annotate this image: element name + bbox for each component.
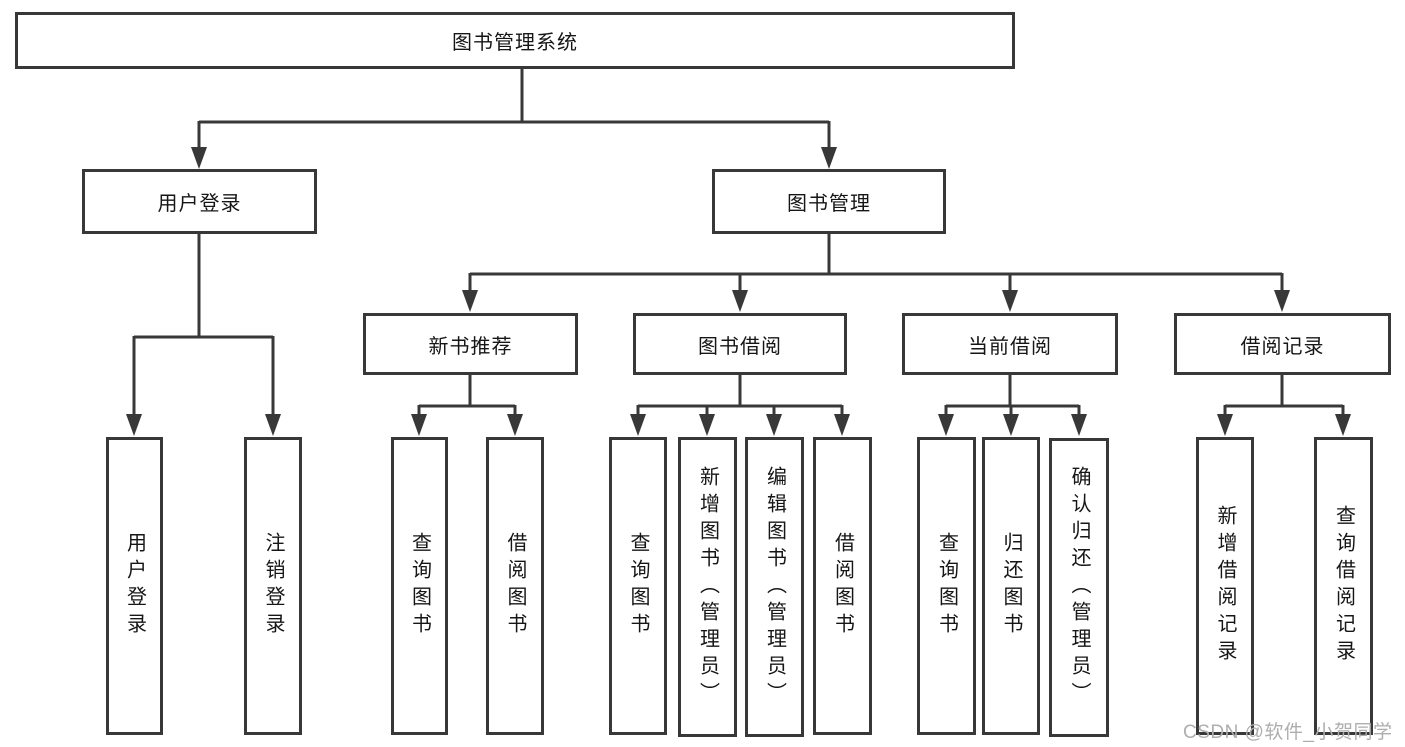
leaf-add-book-admin: 新增图书（管理员）	[678, 437, 737, 737]
connector-userlogin-to-leaves	[126, 234, 281, 436]
leaf-user-login-label: 用户登录	[123, 532, 146, 640]
leaf-return-book: 归还图书	[982, 437, 1040, 735]
connector-currentborrow-to-leaves	[938, 375, 1087, 436]
node-user-login-label: 用户登录	[157, 193, 242, 215]
leaf-user-login: 用户登录	[106, 437, 163, 735]
leaf-return-book-label: 归还图书	[1000, 532, 1022, 640]
leaf-logout-label: 注销登录	[262, 532, 284, 640]
connector-bookmgmt-to-level3	[462, 234, 1290, 312]
node-book-management-label: 图书管理	[787, 193, 871, 215]
connector-newbook-to-leaves	[411, 375, 523, 436]
leaf-query-book-2-label: 查询图书	[627, 532, 649, 640]
leaf-query-book-1-label: 查询图书	[408, 532, 431, 640]
node-root: 图书管理系统	[15, 12, 1015, 69]
leaf-query-borrow-record: 查询借阅记录	[1314, 437, 1373, 735]
connector-bookborrow-to-leaves	[630, 375, 850, 436]
leaf-logout: 注销登录	[244, 437, 302, 735]
node-borrow-records-label: 借阅记录	[1240, 335, 1325, 358]
node-current-borrow: 当前借阅	[902, 313, 1118, 375]
node-book-borrow-label: 图书借阅	[698, 335, 782, 358]
node-book-management: 图书管理	[712, 169, 946, 234]
node-new-book-recommend-label: 新书推荐	[428, 335, 513, 358]
node-borrow-records: 借阅记录	[1174, 313, 1391, 375]
leaf-borrow-book-2-label: 借阅图书	[831, 532, 854, 640]
leaf-borrow-book-1: 借阅图书	[486, 437, 544, 735]
csdn-watermark: CSDN @软件_小贺同学	[1183, 722, 1393, 743]
leaf-borrow-book-2: 借阅图书	[813, 437, 872, 735]
node-new-book-recommend: 新书推荐	[363, 313, 578, 375]
leaf-query-book-3-label: 查询图书	[935, 532, 958, 640]
node-current-borrow-label: 当前借阅	[968, 335, 1052, 358]
leaf-query-book-3: 查询图书	[917, 437, 976, 735]
node-root-label: 图书管理系统	[452, 32, 578, 54]
leaf-add-borrow-record-label: 新增借阅记录	[1214, 505, 1236, 667]
node-book-borrow: 图书借阅	[633, 313, 847, 375]
leaf-confirm-return-admin: 确认归还（管理员）	[1049, 438, 1109, 737]
connector-records-to-leaves	[1217, 375, 1351, 436]
leaf-edit-book-admin-label: 编辑图书（管理员）	[763, 465, 786, 709]
leaf-edit-book-admin: 编辑图书（管理员）	[745, 437, 804, 737]
leaf-query-borrow-record-label: 查询借阅记录	[1332, 505, 1355, 667]
leaf-borrow-book-1-label: 借阅图书	[504, 532, 526, 640]
leaf-add-book-admin-label: 新增图书（管理员）	[696, 465, 719, 709]
leaf-confirm-return-admin-label: 确认归还（管理员）	[1068, 466, 1090, 709]
connector-root-to-level2	[191, 68, 837, 169]
leaf-query-book-1: 查询图书	[391, 437, 448, 735]
leaf-add-borrow-record: 新增借阅记录	[1196, 437, 1254, 735]
node-user-login: 用户登录	[82, 169, 317, 234]
leaf-query-book-2: 查询图书	[609, 437, 667, 735]
